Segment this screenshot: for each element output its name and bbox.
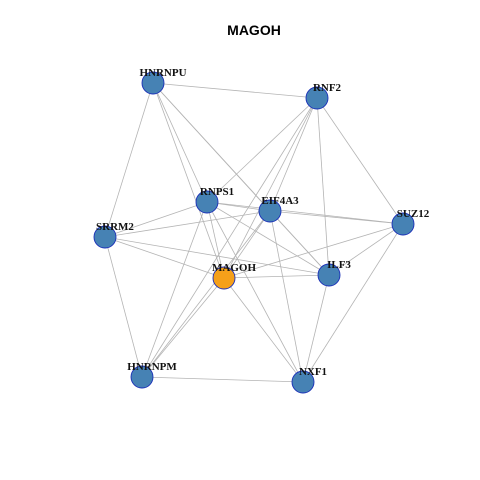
edge-rnps1-magoh	[206, 201, 225, 279]
node-label: SRRM2	[96, 221, 134, 233]
edge-hnrnpu-rnps1	[152, 82, 208, 203]
node-circle	[93, 225, 117, 249]
node-magoh: MAGOH	[212, 262, 256, 290]
node-label: RNPS1	[200, 186, 234, 198]
node-label: RNF2	[313, 82, 342, 94]
node-circle	[391, 212, 415, 236]
edge-hnrnpu-magoh	[152, 82, 225, 279]
edge-rnf2-magoh	[223, 97, 318, 279]
node-srrm2: SRRM2	[93, 221, 134, 249]
node-nxf1: NXF1	[291, 366, 327, 394]
node-suz12: SUZ12	[391, 208, 430, 236]
diagram-title: MAGOH	[227, 22, 281, 38]
node-rnf2: RNF2	[305, 82, 342, 110]
node-rnps1: RNPS1	[195, 186, 234, 214]
edge-eif4a3-nxf1	[269, 210, 304, 383]
node-label: NXF1	[299, 366, 327, 378]
node-circle	[212, 266, 236, 290]
node-label: ILF3	[327, 259, 351, 271]
edge-suz12-nxf1	[302, 223, 404, 383]
edge-suz12-magoh	[223, 223, 404, 279]
edge-magoh-nxf1	[223, 277, 304, 383]
edge-rnps1-ilf3	[206, 201, 330, 276]
node-ilf3: ILF3	[317, 259, 351, 287]
edge-layer	[104, 82, 404, 383]
edge-rnf2-suz12	[316, 97, 404, 225]
edge-eif4a3-srrm2	[104, 210, 271, 238]
node-circle	[258, 199, 282, 223]
node-circle	[195, 190, 219, 214]
edge-eif4a3-hnrnpm	[141, 210, 271, 378]
edge-rnps1-suz12	[206, 201, 404, 225]
node-label: HNRNPU	[139, 67, 186, 79]
node-circle	[130, 365, 154, 389]
edge-rnps1-nxf1	[206, 201, 304, 383]
node-label: EIF4A3	[261, 195, 299, 207]
node-label: SUZ12	[397, 208, 430, 220]
edge-rnf2-rnps1	[206, 97, 318, 203]
edge-srrm2-magoh	[104, 236, 225, 279]
edge-eif4a3-ilf3	[269, 210, 330, 276]
edge-srrm2-ilf3	[104, 236, 330, 276]
edge-eif4a3-suz12	[269, 210, 404, 225]
edge-ilf3-nxf1	[302, 274, 330, 383]
node-circle	[317, 263, 341, 287]
node-hnrnpu: HNRNPU	[139, 67, 187, 95]
node-hnrnpm: HNRNPM	[127, 361, 177, 389]
edge-magoh-ilf3	[223, 274, 330, 279]
edge-hnrnpu-srrm2	[104, 82, 154, 238]
edge-rnf2-eif4a3	[269, 97, 318, 212]
edge-eif4a3-magoh	[223, 210, 271, 279]
edge-rnps1-hnrnpm	[141, 201, 208, 378]
edge-hnrnpu-rnf2	[152, 82, 318, 99]
node-circle	[305, 86, 329, 110]
edge-magoh-hnrnpm	[141, 277, 225, 378]
edge-rnps1-srrm2	[104, 201, 208, 238]
node-label: MAGOH	[212, 262, 256, 274]
edge-suz12-ilf3	[328, 223, 404, 276]
edge-srrm2-hnrnpm	[104, 236, 143, 378]
edge-rnf2-hnrnpm	[141, 97, 318, 378]
node-eif4a3: EIF4A3	[258, 195, 299, 223]
node-circle	[291, 370, 315, 394]
edge-rnf2-ilf3	[316, 97, 330, 276]
edge-hnrnpm-nxf1	[141, 376, 304, 383]
node-circle	[141, 71, 165, 95]
node-label: HNRNPM	[127, 361, 177, 373]
